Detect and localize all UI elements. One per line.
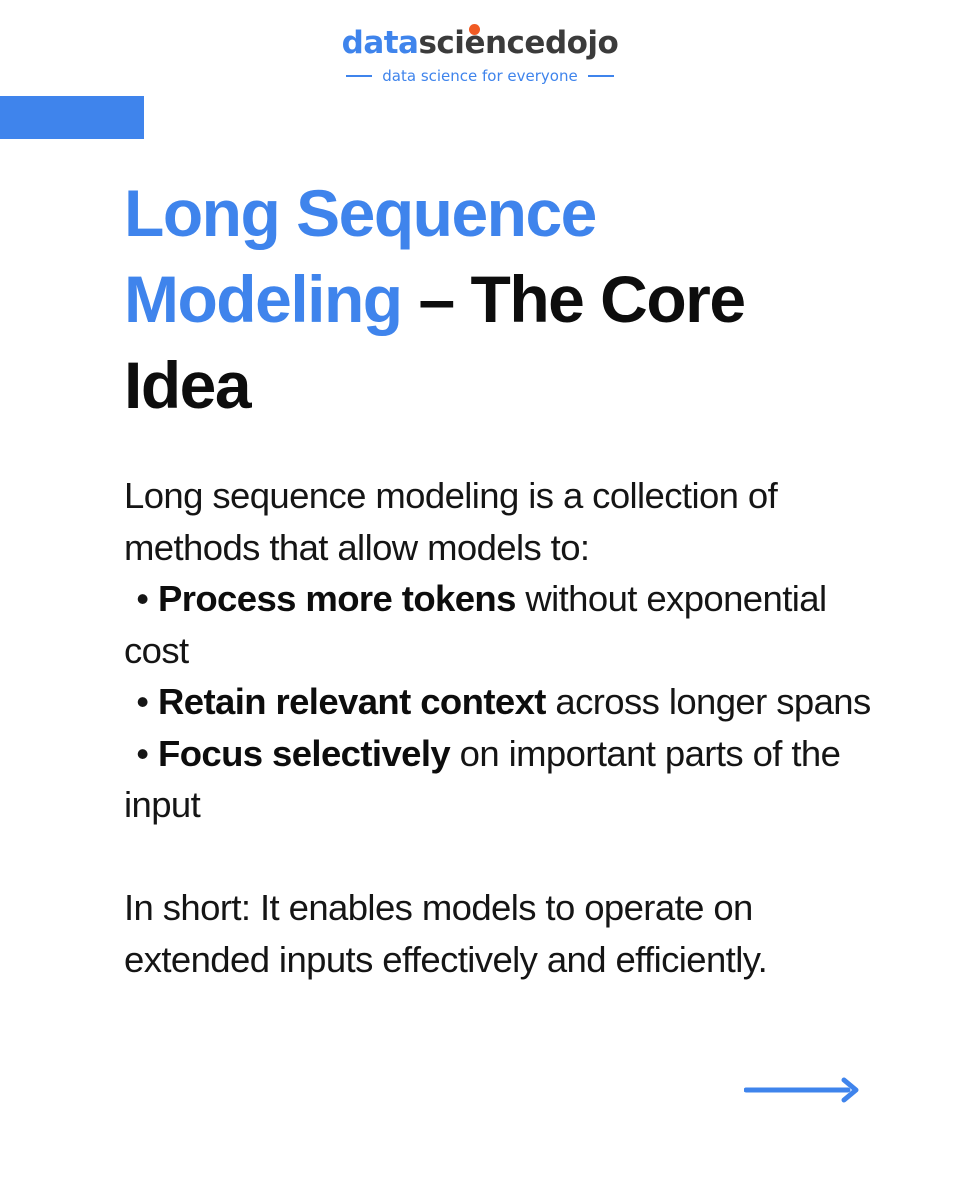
- bullet-dot-icon: •: [136, 732, 158, 774]
- bullet-rest: across longer spans: [545, 681, 871, 722]
- summary-paragraph: In short: It enables models to operate o…: [124, 887, 768, 980]
- logo-wordmark: datasciencedojo: [341, 24, 619, 61]
- bullet-item: • Focus selectively on important parts o…: [124, 728, 884, 831]
- paragraph-spacer: [124, 831, 884, 883]
- tagline-text: data science for everyone: [382, 67, 578, 85]
- bullet-item: • Process more tokens without exponentia…: [124, 573, 884, 676]
- page-title: Long Sequence Modeling – The Core Idea: [124, 170, 844, 428]
- bullet-bold: Focus selectively: [158, 732, 451, 774]
- brand-logo: datasciencedojo data science for everyon…: [0, 24, 960, 85]
- accent-bar: [0, 96, 144, 139]
- bullet-dot-icon: •: [136, 578, 158, 619]
- tagline-dash-left: [346, 75, 373, 77]
- tagline-dash-right: [587, 75, 614, 77]
- logo-word-dojo: dojo: [544, 25, 619, 61]
- title-line-1: Long Sequence: [124, 176, 597, 250]
- title-line-3: Idea: [124, 348, 252, 422]
- bullet-item: • Retain relevant context across longer …: [124, 676, 884, 728]
- arrow-right-icon[interactable]: [744, 1076, 862, 1104]
- intro-paragraph: Long sequence modeling is a collection o…: [124, 475, 778, 568]
- bullet-rest: without exponential cost: [124, 578, 827, 671]
- title-line-2-highlight: Modeling: [124, 262, 403, 336]
- bullet-bold: Process more tokens: [158, 578, 516, 619]
- bullet-bold: Retain relevant context: [158, 681, 546, 722]
- bullet-dot-icon: •: [136, 681, 158, 722]
- body-text: Long sequence modeling is a collection o…: [124, 470, 884, 985]
- logo-word-science: science: [418, 25, 545, 61]
- title-line-2-rest: – The Core: [401, 262, 746, 336]
- bullet-rest: on important parts of the input: [124, 732, 841, 826]
- logo-tagline: data science for everyone: [0, 67, 960, 85]
- logo-figure-icon: [468, 24, 480, 35]
- logo-word-data: data: [341, 25, 419, 61]
